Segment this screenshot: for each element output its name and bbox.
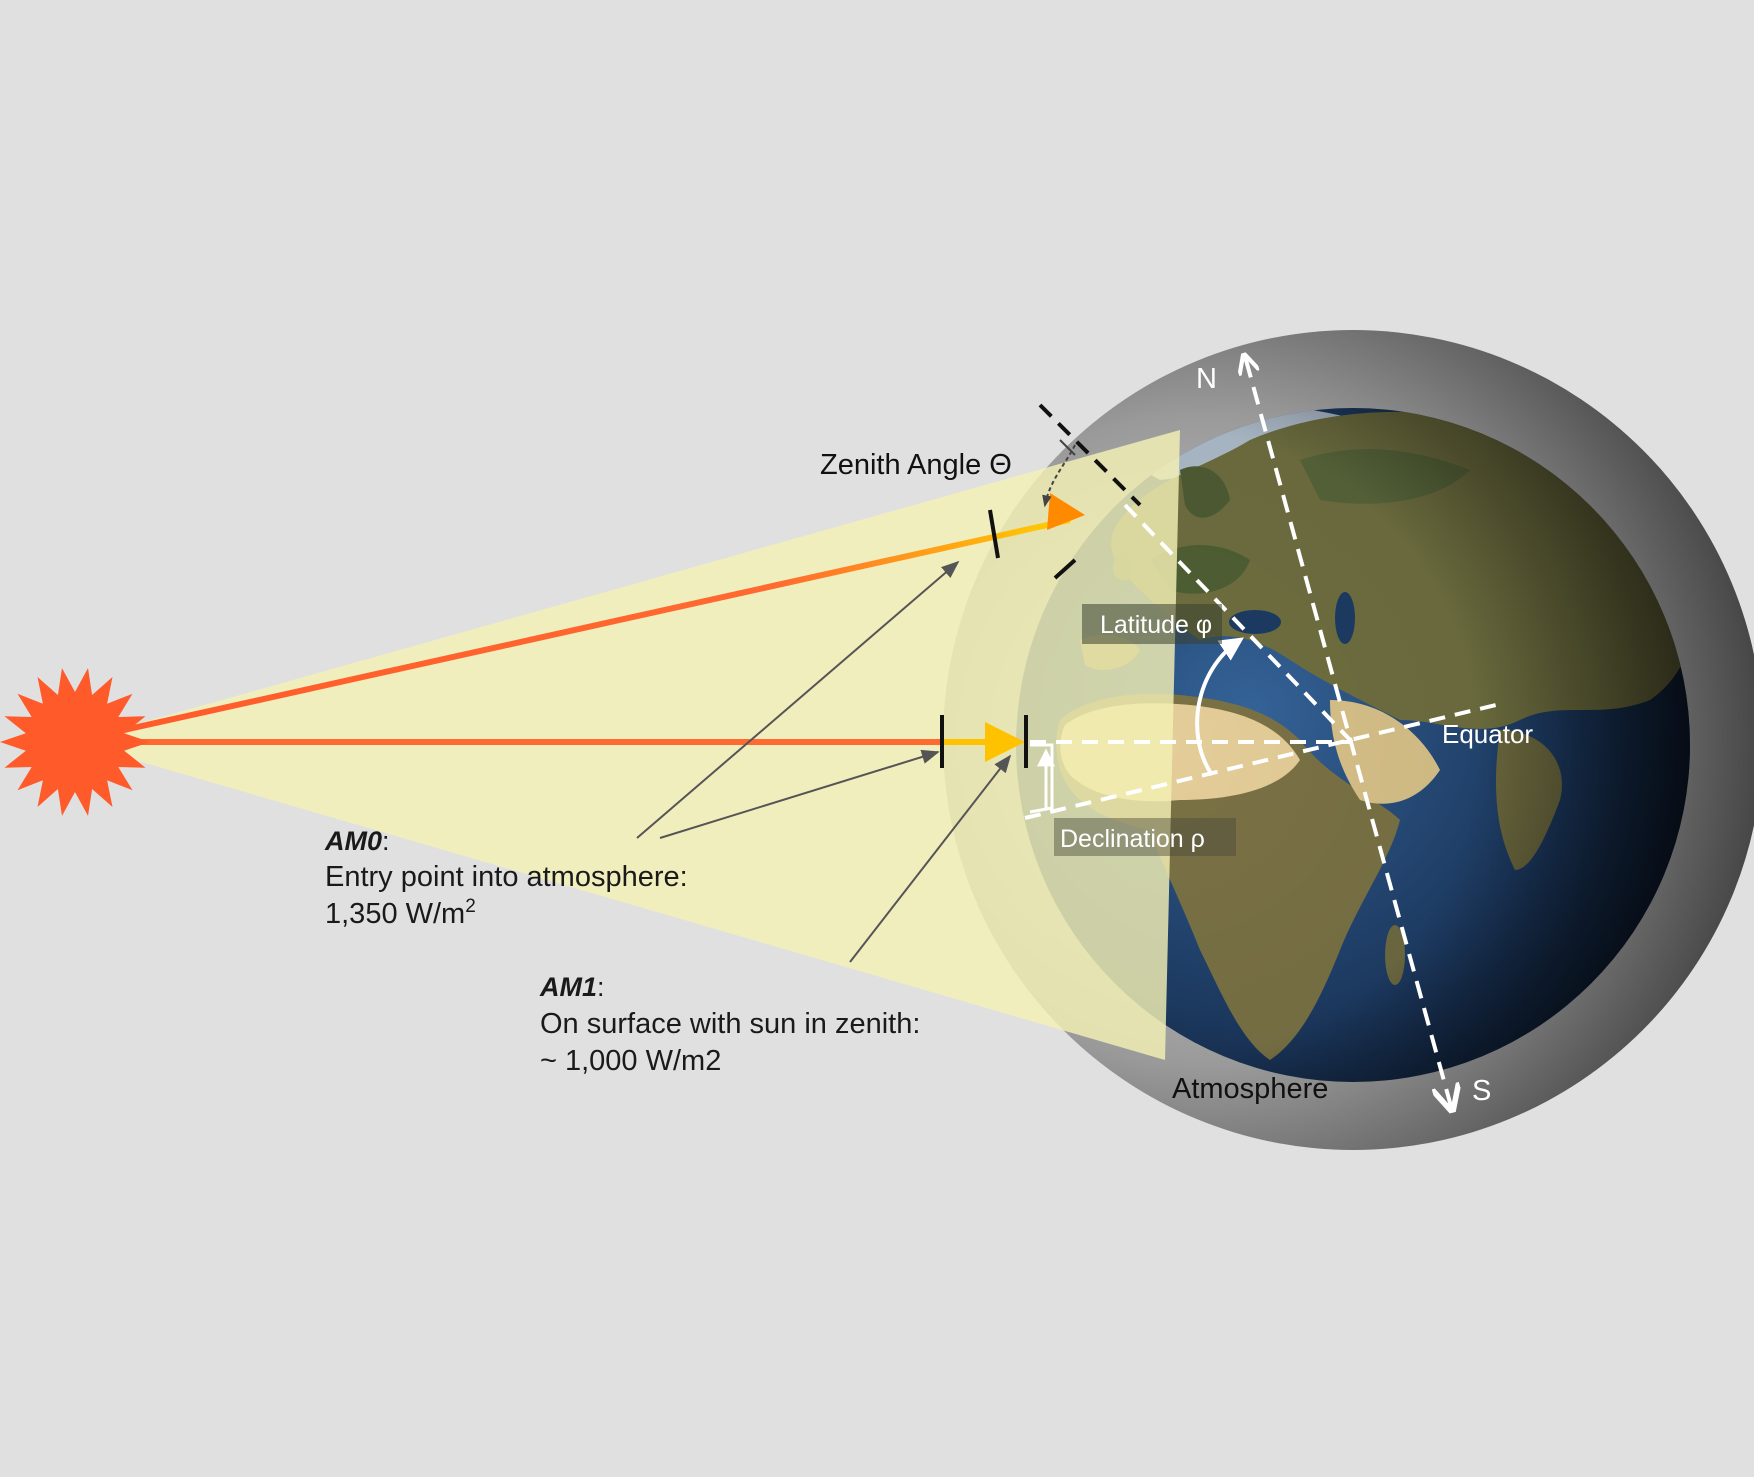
atmosphere-label: Atmosphere [1172,1073,1328,1105]
am0-value-sup: 2 [465,896,476,917]
sun-icon [0,668,150,816]
am0-leader-upper [636,560,960,839]
south-label: S [1472,1075,1491,1107]
am0-title: AM0 [324,826,382,856]
am1-leader [849,754,1012,963]
zenith-dashed-line [1038,403,1142,507]
earth-globe-icon [1016,408,1690,1082]
latitude-label: Latitude φ [1100,611,1212,639]
zenith-angle-label: Zenith Angle Θ [820,449,1012,481]
declination-bracket [1029,743,1054,814]
latitude-arc [1195,637,1244,777]
am0-leader-lower [659,749,940,839]
slanted-ray [87,517,1071,741]
svg-text:AM1:: AM1: [539,972,605,1002]
am1-line2: ~ 1,000 W/m2 [540,1045,721,1077]
horizontal-ray-arrowhead [985,722,1025,762]
latitude-dashed [1123,503,1354,744]
am1-caption: AM1: On surface with sun in zenith: ~ 1,… [539,972,920,1077]
svg-text:AM0:: AM0: [324,826,390,856]
equator-label: Equator [1442,719,1533,749]
north-label: N [1196,363,1217,395]
zenith-ray-arrowhead [1047,493,1085,530]
am0-value: 1,350 W/m [325,898,465,930]
am0-line1: Entry point into atmosphere: [325,861,688,893]
equator-dashed [1024,702,1501,820]
am1-title: AM1 [539,972,597,1002]
am0-caption: AM0: Entry point into atmosphere: 1,350 … [324,826,688,930]
am1-line1: On surface with sun in zenith: [540,1008,920,1040]
svg-text:1,350 W/m2: 1,350 W/m2 [325,896,476,930]
am0-tick-upper [988,509,1000,559]
earth-axis-dashed [1244,359,1452,1110]
declination-label: Declination ρ [1060,825,1205,853]
